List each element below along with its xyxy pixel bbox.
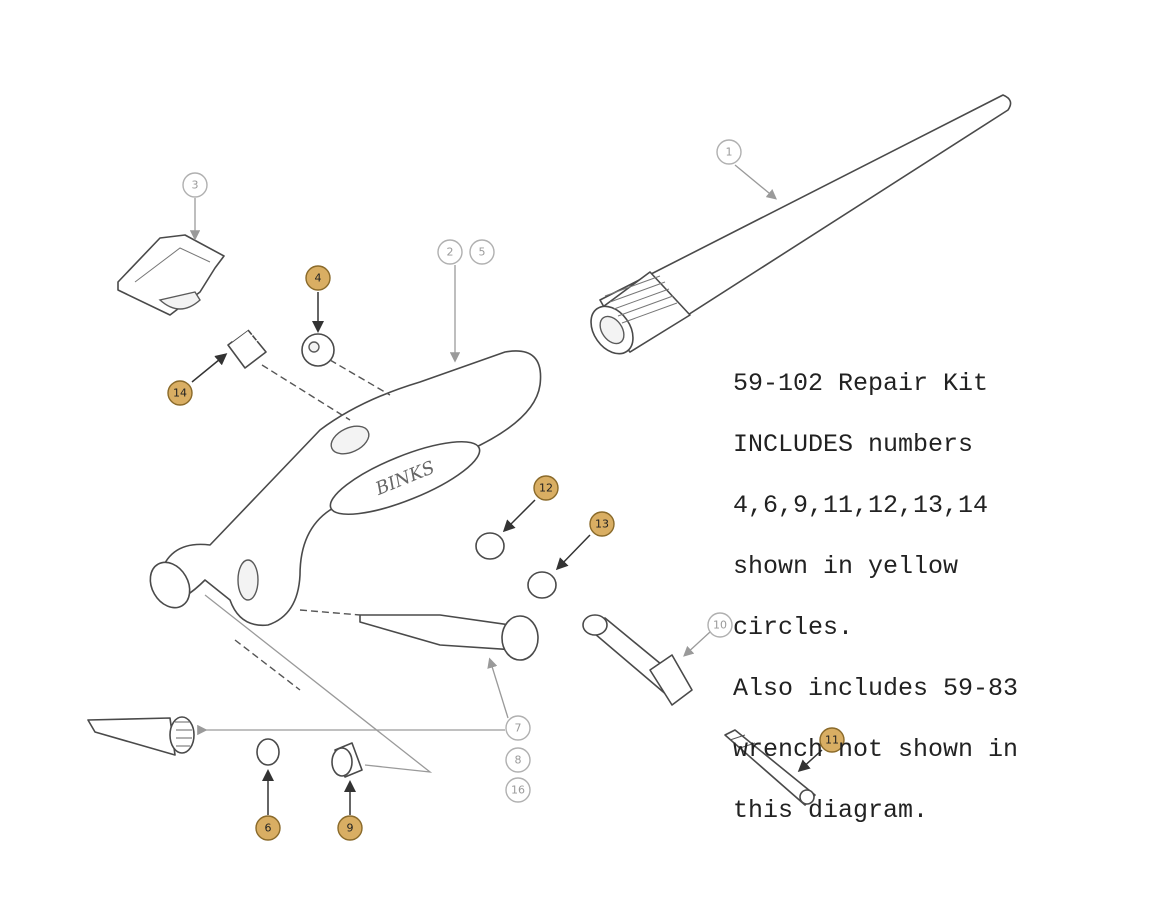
leader-10 [683, 631, 711, 657]
note-line: INCLUDES numbers [733, 429, 974, 459]
note-line: wrench not shown in [733, 734, 1019, 764]
part-1-handle [590, 94, 1012, 355]
callout-number: 16 [511, 784, 525, 797]
callout-circle [255, 815, 281, 841]
callout-1: 1 [716, 139, 742, 165]
callout-number: 8 [515, 754, 522, 767]
callout-14: 14 [167, 380, 193, 406]
repair-kit-note: 59-102 Repair Kit INCLUDES numbers 4,6,9… [733, 338, 1153, 857]
note-line: Also includes 59-83 [733, 673, 1019, 703]
leader-14 [191, 353, 228, 383]
part-tip-cone [87, 716, 195, 756]
part-9-cap [331, 742, 363, 778]
part-7-needle-assembly [299, 609, 539, 661]
part-11-nozzle [724, 729, 816, 806]
callout-5: 5 [469, 239, 495, 265]
part-10-valve-stem [582, 614, 693, 706]
callout-circle [533, 475, 559, 501]
callout-16: 16 [505, 777, 531, 803]
callout-10: 10 [707, 612, 733, 638]
callout-number: 2 [447, 246, 454, 259]
assembly-dash [234, 639, 301, 691]
callout-circle [505, 777, 531, 803]
callout-4: 4 [305, 265, 331, 291]
callout-number: 9 [347, 822, 354, 835]
part-6-nut [256, 738, 280, 766]
callout-number: 11 [825, 734, 839, 747]
callout-number: 3 [192, 179, 199, 192]
callout-circle [505, 747, 531, 773]
callout-9: 9 [337, 815, 363, 841]
callout-circle [589, 511, 615, 537]
callout-6: 6 [255, 815, 281, 841]
leader-11 [797, 749, 823, 773]
part-12-washer [475, 532, 505, 560]
assembly-line [204, 594, 433, 773]
callout-number: 14 [173, 387, 187, 400]
leader-1 [734, 164, 778, 200]
note-line: 4,6,9,11,12,13,14 [733, 490, 989, 520]
callout-circle [337, 815, 363, 841]
note-line: this diagram. [733, 795, 929, 825]
callout-circle [305, 265, 331, 291]
part-4-valve [301, 333, 391, 396]
part-2-body: BINKS [149, 350, 542, 627]
callout-circle [505, 715, 531, 741]
callout-circle [707, 612, 733, 638]
callout-circle [819, 727, 845, 753]
callout-circle [716, 139, 742, 165]
callout-number: 7 [515, 722, 522, 735]
note-line: circles. [733, 612, 854, 642]
callout-circle [469, 239, 495, 265]
callout-number: 4 [315, 272, 322, 285]
callout-number: 6 [265, 822, 272, 835]
callout-circle [167, 380, 193, 406]
note-line: shown in yellow [733, 551, 959, 581]
callout-number: 10 [713, 619, 727, 632]
callout-13: 13 [589, 511, 615, 537]
callout-number: 13 [595, 518, 609, 531]
callout-7: 7 [505, 715, 531, 741]
leader-7 [487, 657, 509, 719]
callout-11: 11 [819, 727, 845, 753]
leader-13 [555, 534, 591, 571]
callout-circle [182, 172, 208, 198]
leader-12 [502, 499, 536, 533]
callout-2: 2 [437, 239, 463, 265]
callout-12: 12 [533, 475, 559, 501]
callout-number: 12 [539, 482, 553, 495]
part-13-washer [527, 571, 557, 599]
callout-number: 5 [479, 246, 486, 259]
part-3-cap [117, 234, 225, 316]
callout-circle [437, 239, 463, 265]
callout-number: 1 [726, 146, 733, 159]
callout-8: 8 [505, 747, 531, 773]
part-14-spring [227, 326, 351, 421]
note-line: 59-102 Repair Kit [733, 368, 989, 398]
callout-3: 3 [182, 172, 208, 198]
